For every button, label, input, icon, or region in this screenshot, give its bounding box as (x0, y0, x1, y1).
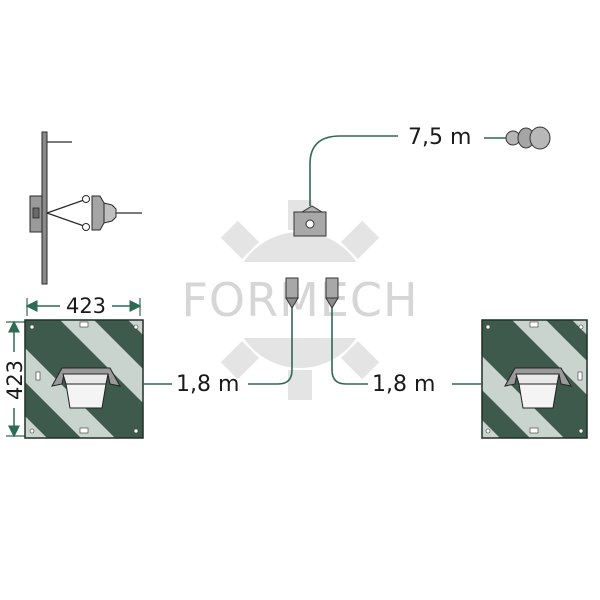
left-connector (285, 277, 299, 309)
left-lead-cable (248, 308, 293, 385)
mount-side-view (29, 131, 142, 285)
left-lead-length-label: 1,8 m (176, 372, 239, 397)
main-cable (309, 135, 398, 206)
width-dimension: 423 (25, 294, 142, 318)
height-dimension: 423 (2, 320, 27, 438)
main-cable-length-label: 7,5 m (408, 125, 471, 150)
right-connector (325, 277, 339, 309)
right-lamp (504, 367, 572, 409)
plug-connector (505, 126, 551, 150)
right-lead-cable (331, 308, 368, 385)
junction-box (293, 205, 327, 237)
width-dimension-label: 423 (66, 294, 106, 318)
height-dimension-label: 423 (3, 360, 27, 400)
watermark-text: FORMECH (181, 273, 418, 327)
right-lead-length-label: 1,8 m (372, 372, 435, 397)
watermark-gear (182, 200, 418, 400)
left-lamp (51, 367, 121, 409)
